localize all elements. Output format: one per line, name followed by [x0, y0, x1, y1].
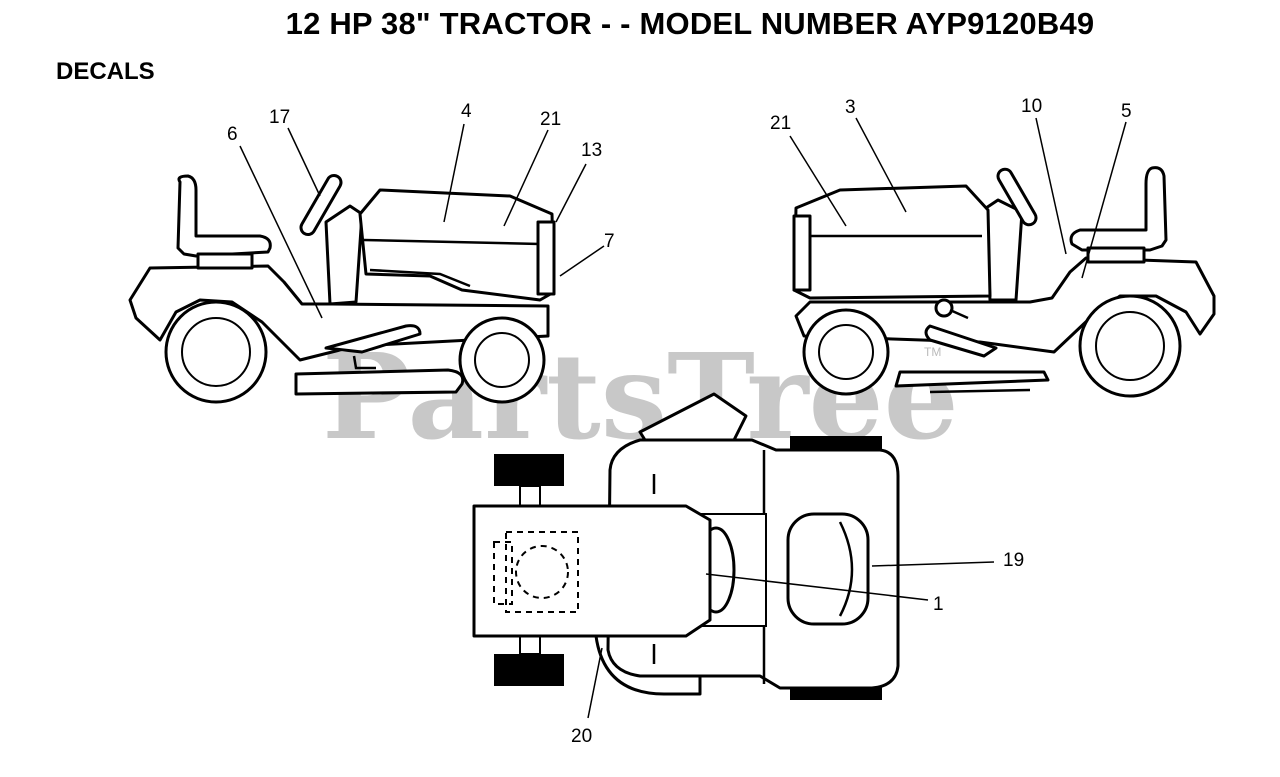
seat-right: [1069, 166, 1168, 252]
pedal-left: [324, 324, 422, 354]
mower-deck-left: [294, 368, 465, 396]
callout-4: 4: [461, 101, 472, 122]
callout-3: 3: [845, 97, 856, 118]
callout-21-left: 21: [540, 109, 561, 130]
mower-deck-right: [894, 370, 1050, 388]
tractor-right-side-view: [792, 166, 1216, 398]
callout-20: 20: [571, 726, 592, 747]
callout-19: 19: [1003, 550, 1024, 571]
pedal-right: [924, 324, 998, 358]
lever-knob-right: [934, 298, 954, 318]
leader-lines: [239, 117, 1127, 719]
hood-left: [358, 188, 556, 302]
hood-right: [792, 184, 992, 300]
hood-top: [472, 504, 712, 638]
grille-right: [792, 214, 812, 292]
page-title: 12 HP 38" TRACTOR - - MODEL NUMBER AYP91…: [285, 6, 1095, 41]
callout-1: 1: [933, 594, 944, 615]
chassis-right: [794, 256, 1216, 354]
callout-17: 17: [269, 107, 290, 128]
front-wheel-top-lower: [494, 654, 564, 686]
grille-left: [536, 220, 556, 296]
dash-right: [984, 198, 1024, 302]
callout-10: 10: [1021, 96, 1042, 117]
seat-support-left: [196, 252, 254, 270]
callout-21-right: 21: [770, 113, 791, 134]
callout-13: 13: [581, 140, 602, 161]
watermark-tm: TM: [924, 345, 941, 359]
seat-left: [176, 174, 272, 258]
front-wheel-top-upper: [494, 454, 564, 486]
steering-wheel-left: [299, 173, 343, 237]
callout-7: 7: [604, 231, 615, 252]
rear-wheel-top-upper: [790, 436, 882, 450]
callout-5: 5: [1121, 101, 1132, 122]
seat-top: [786, 512, 870, 626]
section-heading-decals: DECALS: [56, 58, 155, 85]
steering-wheel-right: [996, 167, 1038, 227]
seat-support-right: [1086, 246, 1146, 264]
tractor-top-view: [472, 392, 900, 700]
callout-6: 6: [227, 124, 238, 145]
dash-left: [324, 204, 364, 306]
tractor-left-side-view: [128, 173, 556, 404]
